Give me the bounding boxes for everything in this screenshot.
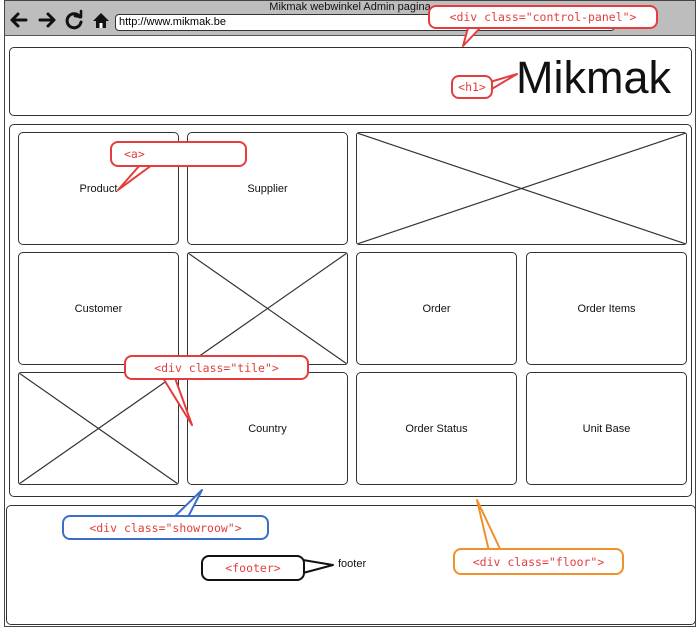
home-button[interactable]	[90, 9, 112, 31]
tile-unit-base[interactable]: Unit Base	[526, 372, 687, 485]
tile-order-status-link[interactable]: Order Status	[405, 422, 468, 435]
tile-order[interactable]: Order	[356, 252, 517, 365]
back-button[interactable]	[8, 9, 30, 31]
callout-a: <a>	[110, 141, 247, 167]
tile-country-link[interactable]: Country	[248, 422, 287, 435]
image-placeholder	[18, 372, 179, 485]
tile-order-items-link[interactable]: Order Items	[577, 302, 636, 315]
control-panel	[9, 47, 692, 116]
image-placeholder	[187, 252, 348, 365]
tile-customer-link[interactable]: Customer	[74, 302, 123, 315]
footer-text: footer	[338, 558, 367, 570]
tile-order-items[interactable]: Order Items	[526, 252, 687, 365]
callout-tile: <div class="tile">	[124, 355, 309, 380]
arrow-left-icon	[10, 12, 28, 28]
reload-button[interactable]	[63, 9, 85, 31]
placeholder-cross-icon	[188, 253, 347, 364]
window-title: Mikmak webwinkel Admin pagina	[269, 1, 431, 13]
placeholder-cross-icon	[19, 373, 178, 484]
tile-supplier-link[interactable]: Supplier	[247, 182, 288, 195]
callout-floor: <div class="floor">	[453, 548, 624, 575]
tile-product-link[interactable]: Product	[79, 182, 118, 195]
reload-icon	[65, 9, 83, 30]
tile-order-link[interactable]: Order	[422, 302, 451, 315]
tile-customer[interactable]: Customer	[18, 252, 179, 365]
image-placeholder-wide	[356, 132, 687, 245]
tile-unit-base-link[interactable]: Unit Base	[582, 422, 631, 435]
forward-button[interactable]	[36, 9, 58, 31]
arrow-right-icon	[38, 12, 56, 28]
tile-order-status[interactable]: Order Status	[356, 372, 517, 485]
home-icon	[93, 13, 109, 28]
callout-footer: <footer>	[201, 555, 305, 581]
placeholder-cross-icon	[357, 133, 686, 244]
tile-country[interactable]: Country	[187, 372, 348, 485]
page-title: Mikmak	[516, 52, 671, 103]
callout-h1: <h1>	[451, 75, 493, 99]
callout-showroom: <div class="showroow">	[62, 515, 269, 540]
callout-control-panel: <div class="control-panel">	[428, 5, 658, 29]
